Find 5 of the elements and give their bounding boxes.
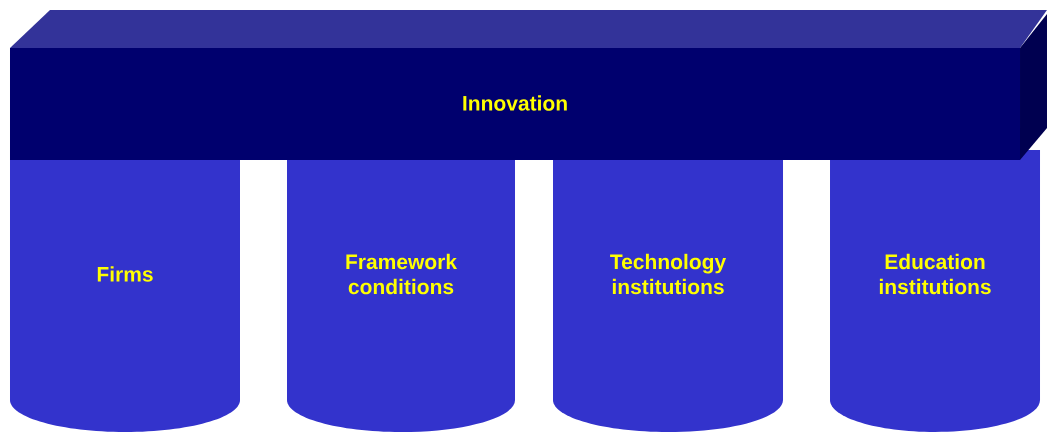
pillar: Education institutions xyxy=(830,150,1040,432)
beam: Innovation xyxy=(10,10,1047,160)
pillar: Framework conditions xyxy=(287,150,515,432)
pillar: Firms xyxy=(10,150,240,432)
pillar: Technology institutions xyxy=(553,150,783,432)
